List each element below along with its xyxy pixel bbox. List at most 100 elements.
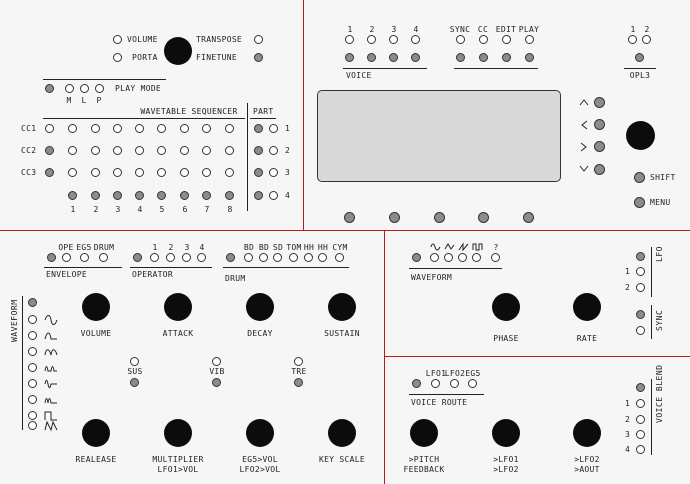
sequencer-led[interactable] bbox=[113, 124, 122, 133]
operator-led[interactable] bbox=[197, 253, 206, 262]
play-mode-led-p[interactable] bbox=[95, 84, 104, 93]
sequencer-led[interactable] bbox=[91, 124, 100, 133]
voice-button[interactable] bbox=[389, 53, 398, 62]
operator-led[interactable] bbox=[150, 253, 159, 262]
lfo-led-1[interactable] bbox=[636, 267, 645, 276]
sequencer-led[interactable] bbox=[225, 146, 234, 155]
sync-led-main[interactable] bbox=[636, 310, 645, 319]
lfo-waveform-led[interactable] bbox=[444, 253, 453, 262]
decay-knob[interactable] bbox=[246, 293, 274, 321]
mode-button[interactable] bbox=[456, 53, 465, 62]
voice-route-led-main[interactable] bbox=[412, 379, 421, 388]
mode-button[interactable] bbox=[502, 53, 511, 62]
voice-route-led[interactable] bbox=[450, 379, 459, 388]
opl3-button[interactable] bbox=[635, 53, 644, 62]
shift-button[interactable] bbox=[634, 172, 645, 183]
multiplier-knob[interactable] bbox=[164, 419, 192, 447]
sequencer-led[interactable] bbox=[225, 124, 234, 133]
lfo-waveform-led[interactable] bbox=[491, 253, 500, 262]
step-button-led[interactable] bbox=[157, 191, 166, 200]
step-button-led[interactable] bbox=[68, 191, 77, 200]
step-button-led[interactable] bbox=[180, 191, 189, 200]
sequencer-led[interactable] bbox=[180, 146, 189, 155]
lfo1-lfo2-knob[interactable] bbox=[492, 419, 520, 447]
part-led-1-alt[interactable] bbox=[269, 124, 278, 133]
sequencer-led[interactable] bbox=[157, 124, 166, 133]
part-led-3-alt[interactable] bbox=[269, 168, 278, 177]
waveform-led[interactable] bbox=[28, 315, 37, 324]
tre-button[interactable] bbox=[294, 378, 303, 387]
sequencer-led[interactable] bbox=[135, 146, 144, 155]
voice-route-led[interactable] bbox=[431, 379, 440, 388]
step-button-led[interactable] bbox=[225, 191, 234, 200]
play-mode-led-l[interactable] bbox=[80, 84, 89, 93]
drum-led[interactable] bbox=[259, 253, 268, 262]
waveform-led[interactable] bbox=[28, 379, 37, 388]
soft-button-2[interactable] bbox=[389, 212, 400, 223]
soft-button-3[interactable] bbox=[434, 212, 445, 223]
eg5-vol-knob[interactable] bbox=[246, 419, 274, 447]
mode-button[interactable] bbox=[479, 53, 488, 62]
sus-button[interactable] bbox=[130, 378, 139, 387]
step-button-led[interactable] bbox=[202, 191, 211, 200]
lfo2-aout-knob[interactable] bbox=[573, 419, 601, 447]
envelope-led[interactable] bbox=[80, 253, 89, 262]
step-button-led[interactable] bbox=[135, 191, 144, 200]
sequencer-led[interactable] bbox=[135, 168, 144, 177]
voice-button[interactable] bbox=[411, 53, 420, 62]
envelope-led[interactable] bbox=[99, 253, 108, 262]
key-scale-knob[interactable] bbox=[328, 419, 356, 447]
waveform-led[interactable] bbox=[28, 395, 37, 404]
part-led-4[interactable] bbox=[254, 191, 263, 200]
rate-knob[interactable] bbox=[573, 293, 601, 321]
volume-knob[interactable] bbox=[82, 293, 110, 321]
voice-button[interactable] bbox=[367, 53, 376, 62]
play-mode-led-m[interactable] bbox=[65, 84, 74, 93]
waveform-led[interactable] bbox=[28, 347, 37, 356]
envelope-led-main[interactable] bbox=[47, 253, 56, 262]
sequencer-led[interactable] bbox=[45, 146, 54, 155]
drum-led[interactable] bbox=[318, 253, 327, 262]
sequencer-led[interactable] bbox=[180, 168, 189, 177]
part-led-3[interactable] bbox=[254, 168, 263, 177]
lfo-waveform-led[interactable] bbox=[430, 253, 439, 262]
sequencer-led[interactable] bbox=[135, 124, 144, 133]
drum-led[interactable] bbox=[244, 253, 253, 262]
waveform-led[interactable] bbox=[28, 363, 37, 372]
sustain-knob[interactable] bbox=[328, 293, 356, 321]
waveform-led[interactable] bbox=[28, 411, 37, 420]
volume-porta-knob[interactable] bbox=[164, 37, 192, 65]
sequencer-led[interactable] bbox=[180, 124, 189, 133]
voice-blend-led-4[interactable] bbox=[636, 445, 645, 454]
voice-blend-led-1[interactable] bbox=[636, 399, 645, 408]
drum-led[interactable] bbox=[335, 253, 344, 262]
main-encoder-knob[interactable] bbox=[626, 121, 655, 150]
sequencer-led[interactable] bbox=[45, 168, 54, 177]
sequencer-led[interactable] bbox=[157, 146, 166, 155]
step-button-led[interactable] bbox=[113, 191, 122, 200]
attack-knob[interactable] bbox=[164, 293, 192, 321]
down-button[interactable] bbox=[594, 164, 605, 175]
drum-led[interactable] bbox=[289, 253, 298, 262]
drum-led[interactable] bbox=[273, 253, 282, 262]
voice-button[interactable] bbox=[345, 53, 354, 62]
soft-button-5[interactable] bbox=[523, 212, 534, 223]
voice-route-led[interactable] bbox=[468, 379, 477, 388]
operator-led[interactable] bbox=[182, 253, 191, 262]
sequencer-led[interactable] bbox=[202, 124, 211, 133]
sequencer-led[interactable] bbox=[202, 146, 211, 155]
sequencer-led[interactable] bbox=[45, 124, 54, 133]
envelope-led[interactable] bbox=[62, 253, 71, 262]
lfo-led-2[interactable] bbox=[636, 283, 645, 292]
soft-button-1[interactable] bbox=[344, 212, 355, 223]
release-knob[interactable] bbox=[82, 419, 110, 447]
sequencer-led[interactable] bbox=[113, 168, 122, 177]
lfo-waveform-led-main[interactable] bbox=[412, 253, 421, 262]
mode-button[interactable] bbox=[525, 53, 534, 62]
lfo-waveform-led[interactable] bbox=[472, 253, 481, 262]
part-led-1[interactable] bbox=[254, 124, 263, 133]
right-button[interactable] bbox=[594, 141, 605, 152]
drum-led-main[interactable] bbox=[226, 253, 235, 262]
left-button[interactable] bbox=[594, 119, 605, 130]
up-button[interactable] bbox=[594, 97, 605, 108]
